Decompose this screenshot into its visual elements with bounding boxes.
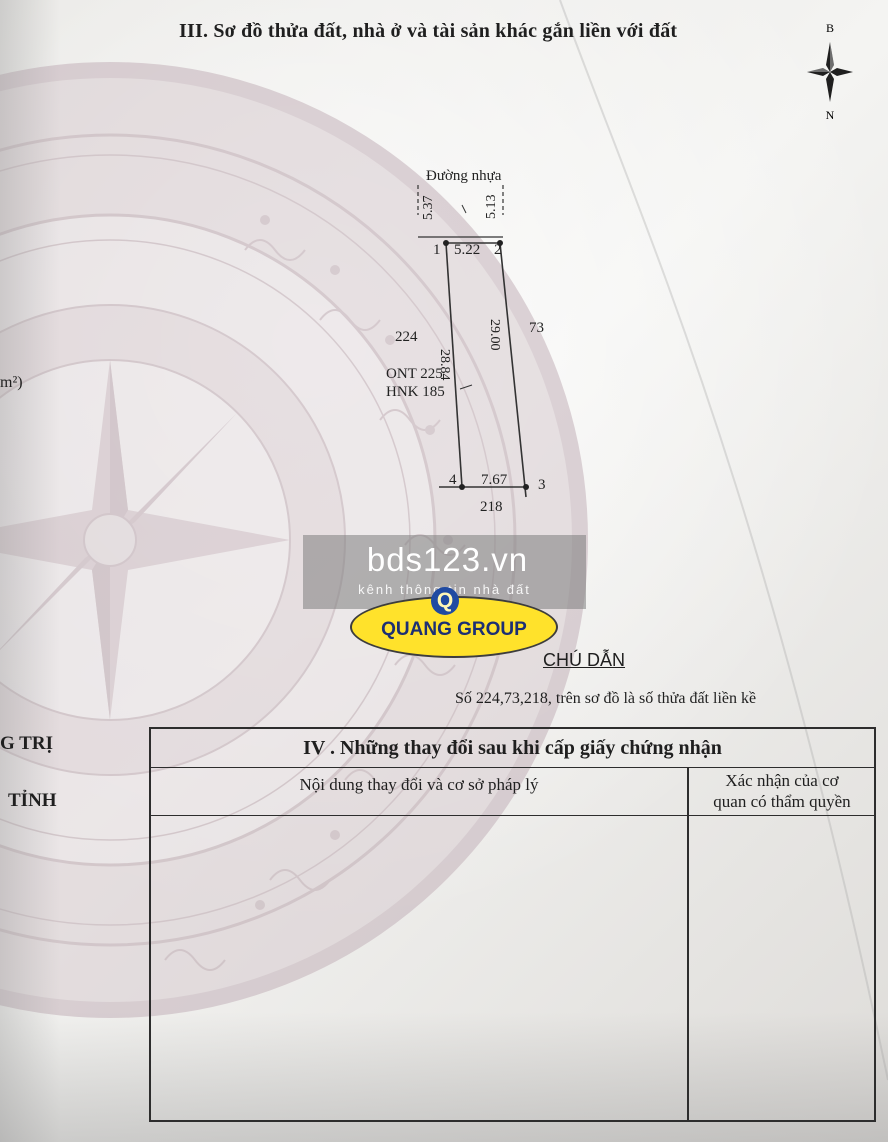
column-change-content: Nội dung thay đổi và cơ sở pháp lý (299, 775, 539, 794)
top-edge-length: 5.22 (454, 242, 481, 258)
neighbor-parcel-left: 224 (395, 329, 418, 345)
left-margin-unit-fragment: m²) (0, 374, 23, 391)
changes-table-title: IV . Những thay đổi sau khi cấp giấy chứ… (151, 729, 874, 768)
left-margin-place-fragment-1: G TRỊ (0, 733, 53, 754)
compass-south-letter: N (826, 108, 835, 122)
neighbor-parcel-bottom: 218 (480, 499, 503, 515)
compass-north-letter: B (826, 21, 834, 35)
compass-icon: B N (807, 21, 853, 122)
land-parcel-diagram (417, 185, 529, 498)
land-use-ont: ONT 225 (386, 366, 443, 382)
land-use-hnk: HNK 185 (386, 384, 445, 400)
column-authority-line-2: quan có thẩm quyền (713, 792, 851, 811)
logo-text: QUANG GROUP (381, 619, 527, 640)
legend-title: CHÚ DẪN (543, 650, 626, 670)
changes-table: IV . Những thay đổi sau khi cấp giấy chứ… (149, 727, 876, 1122)
left-margin-place-fragment-2: TỈNH (8, 790, 57, 811)
neighbor-parcel-right: 73 (529, 320, 544, 336)
corner-point-3: 3 (538, 477, 546, 493)
road-dimension-left: 5.37 (421, 195, 436, 221)
corner-point-1: 1 (433, 242, 441, 258)
column-authority-line-1: Xác nhận của cơ (725, 771, 839, 790)
right-edge-length: 29.00 (487, 319, 502, 351)
legend-text: Số 224,73,218, trên sơ đồ là số thửa đất… (455, 690, 757, 707)
paper-fold-shadow (0, 0, 60, 1142)
bottom-edge-length: 7.67 (481, 472, 508, 488)
column-authority-confirmation: Xác nhận của cơ quan có thẩm quyền (688, 770, 876, 812)
section-3-title: III. Sơ đồ thửa đất, nhà ở và tài sản kh… (179, 20, 678, 42)
watermark-main-text: bds123.vn (366, 541, 529, 578)
corner-point-2: 2 (494, 242, 502, 258)
table-column-divider (687, 768, 689, 1122)
corner-point-4: 4 (449, 472, 457, 488)
road-label: Đường nhựa (426, 168, 502, 184)
changes-table-header: Nội dung thay đổi và cơ sở pháp lý Xác n… (151, 768, 874, 816)
road-dimension-right: 5.13 (484, 194, 499, 220)
logo-letter: Q (431, 587, 459, 615)
